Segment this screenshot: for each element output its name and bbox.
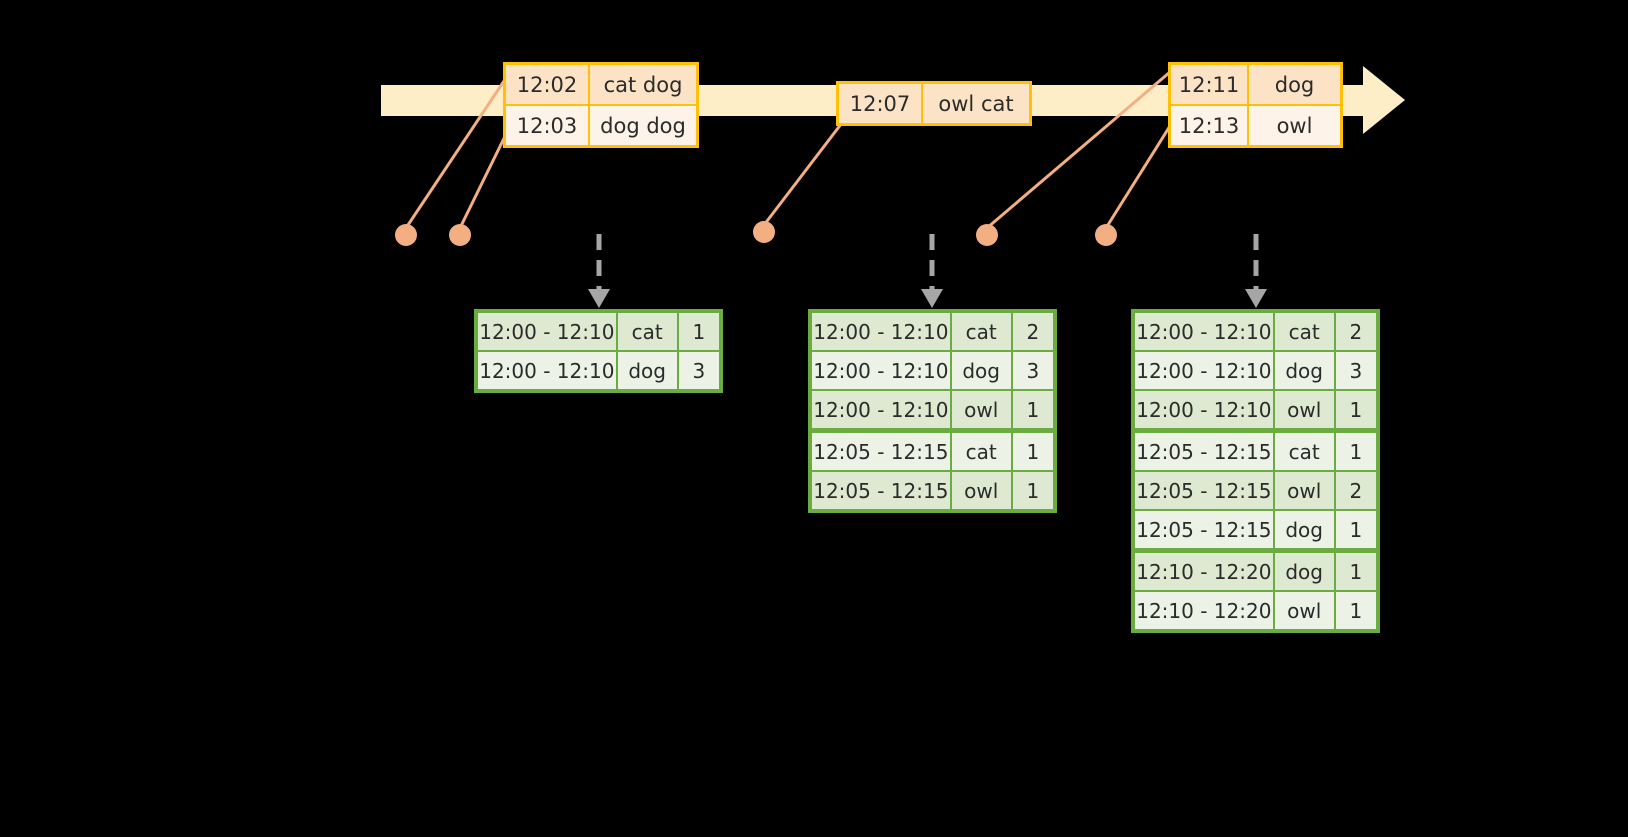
- cell-count: 1: [678, 313, 719, 350]
- cell-count: 1: [1012, 433, 1053, 470]
- cell-key: owl: [951, 472, 1013, 509]
- timeline-event-row: 12:13 owl: [1171, 104, 1340, 145]
- timeline-event-row: 12:03 dog dog: [506, 104, 696, 145]
- timeline-arrowhead-icon: [1363, 66, 1405, 134]
- cell-window: 12:05 - 12:15: [812, 472, 952, 509]
- cell-count: 1: [1012, 391, 1053, 428]
- cell-window: 12:05 - 12:15: [1135, 433, 1275, 470]
- timeline-event-box-1[interactable]: 12:02 cat dog 12:03 dog dog: [503, 62, 699, 148]
- cell-count: 1: [1335, 433, 1376, 470]
- cell-count: 1: [1335, 511, 1376, 548]
- cell-key: cat: [951, 433, 1013, 470]
- cell-window: 12:10 - 12:20: [1135, 553, 1275, 590]
- timeline-event-row: 12:02 cat dog: [506, 65, 696, 104]
- cell-window: 12:00 - 12:10: [812, 391, 952, 428]
- event-value: owl: [1249, 106, 1340, 145]
- event-time: 12:07: [839, 84, 923, 123]
- cell-count: 3: [1335, 352, 1376, 389]
- cell-window: 12:00 - 12:10: [812, 313, 952, 350]
- cell-key: owl: [1274, 391, 1336, 428]
- cell-key: owl: [1274, 592, 1336, 629]
- event-time: 12:02: [506, 65, 590, 104]
- event-time: 12:11: [1171, 65, 1249, 104]
- cell-key: cat: [951, 313, 1013, 350]
- cell-count: 2: [1335, 313, 1376, 350]
- cell-key: cat: [1274, 433, 1336, 470]
- cell-key: dog: [1274, 553, 1336, 590]
- cell-key: dog: [1274, 511, 1336, 548]
- connector-dot-5: [1095, 224, 1117, 246]
- cell-count: 2: [1335, 472, 1376, 509]
- connector-dot-4: [976, 224, 998, 246]
- cell-count: 1: [1335, 592, 1376, 629]
- cell-window: 12:00 - 12:10: [478, 313, 618, 350]
- cell-count: 1: [1335, 553, 1376, 590]
- cell-count: 1: [1012, 472, 1053, 509]
- timeline-event-box-3[interactable]: 12:11 dog 12:13 owl: [1168, 62, 1343, 148]
- event-value: dog: [1249, 65, 1340, 104]
- cell-window: 12:05 - 12:15: [1135, 472, 1275, 509]
- cell-key: owl: [951, 391, 1013, 428]
- cell-window: 12:00 - 12:10: [812, 352, 952, 389]
- connector-dot-1: [395, 224, 417, 246]
- cell-window: 12:00 - 12:10: [1135, 391, 1275, 428]
- timeline-event-box-2[interactable]: 12:07 owl cat: [836, 81, 1032, 126]
- connector-dot-3: [753, 221, 775, 243]
- cell-count: 3: [1012, 352, 1053, 389]
- event-value: dog dog: [590, 106, 696, 145]
- connector-dot-2: [449, 224, 471, 246]
- cell-key: owl: [1274, 472, 1336, 509]
- cell-count: 1: [1335, 391, 1376, 428]
- cell-count: 2: [1012, 313, 1053, 350]
- timeline-event-row: 12:07 owl cat: [839, 84, 1029, 123]
- dashed-arrow-icon-2: [921, 234, 943, 308]
- dashed-arrow-icon-3: [1245, 234, 1267, 308]
- cell-key: cat: [1274, 313, 1336, 350]
- cell-window: 12:00 - 12:10: [1135, 352, 1275, 389]
- cell-key: dog: [951, 352, 1013, 389]
- event-value: owl cat: [923, 84, 1029, 123]
- cell-window: 12:05 - 12:15: [1135, 511, 1275, 548]
- event-time: 12:13: [1171, 106, 1249, 145]
- cell-window: 12:05 - 12:15: [812, 433, 952, 470]
- cell-window: 12:10 - 12:20: [1135, 592, 1275, 629]
- event-time: 12:03: [506, 106, 590, 145]
- cell-count: 3: [678, 352, 719, 389]
- timeline-event-row: 12:11 dog: [1171, 65, 1340, 104]
- cell-key: dog: [1274, 352, 1336, 389]
- cell-window: 12:00 - 12:10: [1135, 313, 1275, 350]
- cell-key: cat: [617, 313, 679, 350]
- cell-window: 12:00 - 12:10: [478, 352, 618, 389]
- dashed-arrow-icon-1: [588, 234, 610, 308]
- event-value: cat dog: [590, 65, 696, 104]
- cell-key: dog: [617, 352, 679, 389]
